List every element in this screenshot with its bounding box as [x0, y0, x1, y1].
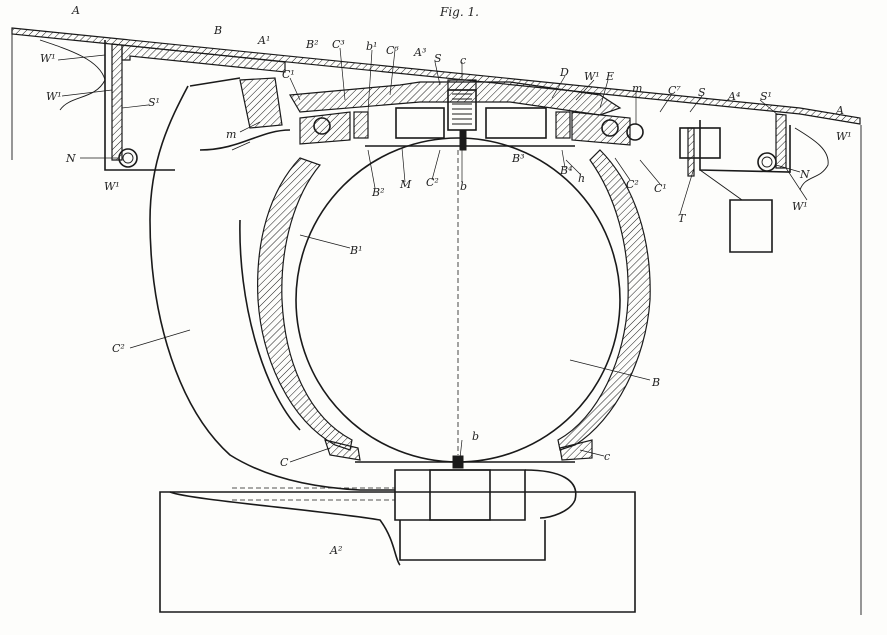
bottom-seat-c [559, 439, 593, 461]
label-C2-big: C² [112, 342, 125, 355]
left-side-pocket [239, 77, 283, 129]
label-C1-left: C¹ [282, 68, 295, 81]
label-A4: A⁴ [727, 90, 740, 103]
inner-casing-line [239, 219, 301, 431]
label-m-right: m [632, 82, 642, 95]
label-C1-right: C¹ [654, 182, 667, 195]
bottom-bearing-inner [429, 469, 491, 521]
label-N-left: N [65, 152, 76, 165]
label-b-bottom: b [472, 430, 479, 443]
bottom-bearing-block [394, 469, 526, 521]
label-A2: A² [329, 544, 342, 557]
right-spring-rod [687, 127, 695, 177]
label-S1-right: S¹ [760, 90, 772, 103]
right-roller-inner [761, 156, 773, 168]
label-h: h [578, 172, 585, 185]
left-ring-B1 [257, 157, 353, 451]
label-W1-top: W¹ [584, 70, 600, 83]
label-c-bottom: c [604, 450, 610, 463]
label-B3: B³ [511, 152, 525, 165]
right-strut [699, 169, 743, 201]
bottom-pin-b [452, 455, 464, 469]
label-W1-left: W¹ [46, 90, 62, 103]
right-bearing-ball-m [626, 123, 644, 141]
label-b1-top: b¹ [366, 40, 377, 53]
left-roller-N [118, 148, 138, 168]
top-cap-housing [289, 81, 622, 116]
left-ring-section [299, 111, 351, 145]
label-b-mid: b [460, 180, 467, 193]
label-B4: B⁴ [559, 164, 573, 177]
right-roller-N [757, 152, 777, 172]
center-spring [452, 93, 472, 125]
cap-boss [447, 79, 477, 91]
label-N-right: N [799, 168, 810, 181]
label-C2-right: C² [626, 178, 639, 191]
left-inner-pocket [395, 107, 445, 139]
casing-top-edge [189, 77, 241, 87]
left-hanger-wall [111, 43, 123, 161]
pedestal-foot [399, 520, 546, 561]
right-wave-contour [794, 127, 829, 191]
label-C7: C⁷ [668, 84, 681, 97]
label-C-left: C [280, 456, 289, 469]
label-M: M [399, 178, 412, 191]
label-S-right: S [698, 86, 706, 99]
left-top-flange [121, 44, 286, 73]
label-B-top: B [213, 24, 222, 37]
right-hanger-outer [699, 120, 791, 173]
label-D: D [559, 66, 569, 79]
label-T: T [678, 212, 687, 225]
left-bearing-ball [313, 117, 331, 135]
right-box-T [679, 127, 721, 159]
label-A1-top: A¹ [257, 34, 270, 47]
label-W1-bottom-right: W¹ [792, 200, 808, 213]
label-A-far-right: A [835, 104, 844, 117]
label-S-top: S [434, 52, 442, 65]
label-S1-left: S¹ [148, 96, 160, 109]
left-hanger-outer [104, 40, 175, 171]
label-B2-top: B² [305, 38, 319, 51]
label-B-right: B [651, 376, 660, 389]
label-C6: C⁶ [386, 44, 399, 57]
leader-lines [57, 47, 808, 463]
right-inner-pocket [485, 107, 547, 139]
base-inner-curve [169, 491, 401, 566]
left-wave-contour [39, 39, 106, 111]
right-collar [555, 111, 571, 139]
label-W1-left-top: W¹ [40, 52, 56, 65]
right-bearing-ball [601, 119, 619, 137]
label-E: E [605, 70, 614, 83]
label-A3: A³ [413, 46, 426, 59]
base-block-A2 [159, 491, 636, 613]
label-A-left: A [71, 4, 80, 17]
right-bracket-box [729, 199, 773, 253]
label-W1-right: W¹ [836, 130, 852, 143]
figure-title: Fig. 1. [439, 5, 479, 19]
deck-plate [11, 27, 861, 125]
label-B1: B¹ [349, 244, 363, 257]
right-ring-B1 [557, 149, 651, 451]
right-hanger-wall [775, 113, 787, 169]
outer-casing-C2 [149, 85, 395, 491]
left-roller-inner [122, 152, 134, 164]
label-W1-bottom-left: W¹ [104, 180, 120, 193]
pedestal-right-curve [524, 469, 577, 519]
label-C3: C³ [332, 38, 345, 51]
shaft-b [459, 129, 467, 151]
left-curve-link [199, 129, 291, 151]
bottom-seat-C [324, 439, 361, 461]
label-B2-lower: B² [371, 186, 385, 199]
label-c-top: c [460, 54, 466, 67]
label-C2-small: C² [426, 176, 439, 189]
left-collar [353, 111, 369, 139]
right-ring-section [571, 111, 631, 146]
label-m-left: m [226, 128, 236, 141]
